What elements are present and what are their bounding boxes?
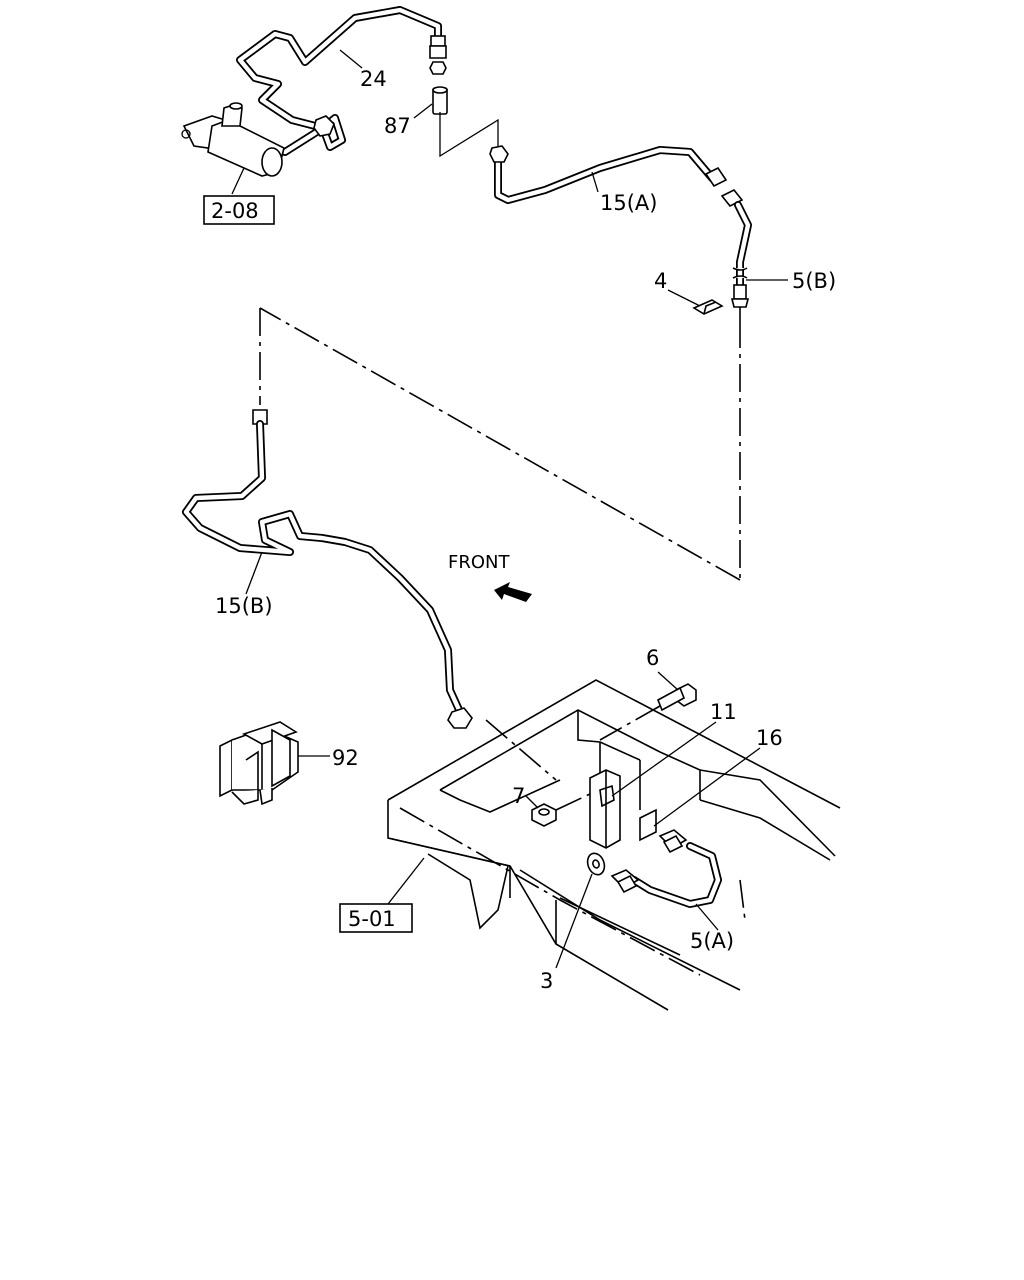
label-4: 4 [654,269,667,293]
label-15a: 15(A) [600,191,657,215]
washer-3 [586,852,606,876]
leader-lines [245,49,788,969]
clip-4 [692,299,724,315]
label-5a: 5(A) [690,929,734,953]
label-5b: 5(B) [792,269,836,293]
label-front: FRONT [448,552,510,573]
hose-5b [730,267,750,320]
connection-lines [259,307,741,581]
bolt-6 [599,683,697,741]
pipe-15b [182,409,473,729]
label-15b: 15(B) [215,594,273,618]
label-87: 87 [384,114,411,138]
label-6: 6 [646,646,659,670]
clutch-master-cylinder [181,102,285,195]
label-24: 24 [360,67,387,91]
ref-5-01-label: 5-01 [348,907,396,931]
label-16: 16 [756,726,783,750]
nut-7 [531,803,557,827]
label-3: 3 [540,969,553,993]
break-line-upper [439,112,499,158]
washer-16 [639,808,657,842]
clip-92 [219,721,299,806]
hose-5a [610,829,722,908]
bracket-11 [555,769,621,849]
pipe-24 [236,6,447,156]
label-92: 92 [332,746,359,770]
connector-87 [432,86,448,115]
chassis-frame [387,679,841,1011]
ref-2-08-label: 2-08 [211,199,259,223]
pipe-15a [489,145,752,289]
label-11: 11 [710,700,737,724]
front-arrow-icon [494,582,532,602]
label-7: 7 [512,784,525,808]
ref-box-5-01[interactable]: 5-01 [339,903,413,933]
ref-box-2-08[interactable]: 2-08 [203,195,275,225]
